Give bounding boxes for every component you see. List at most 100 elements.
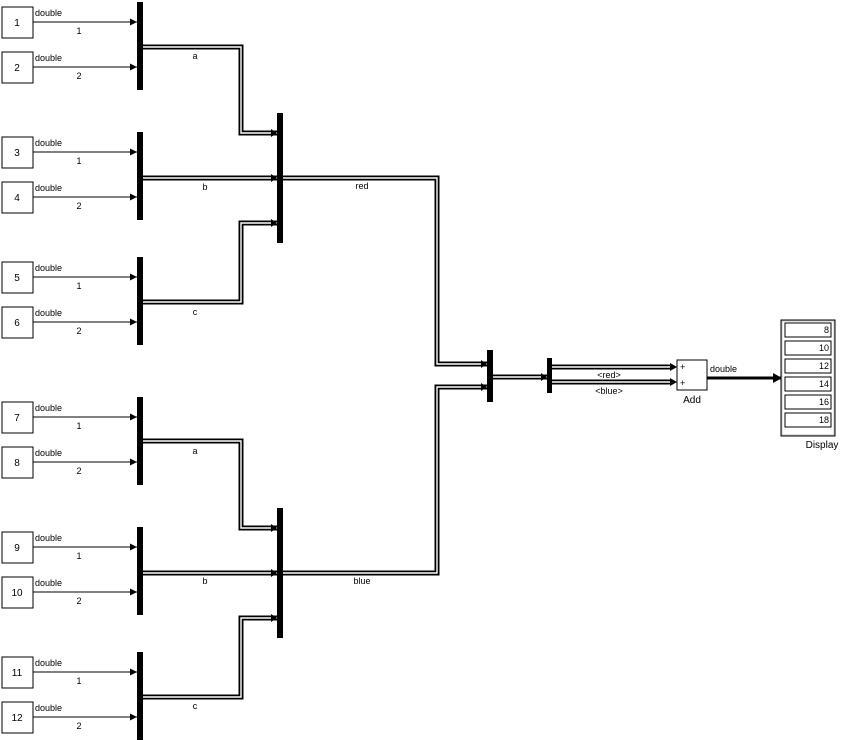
inport-number: 8 bbox=[14, 458, 20, 469]
bus-creator-6[interactable] bbox=[137, 652, 143, 740]
inport-number: 6 bbox=[14, 318, 20, 329]
bus-label-a-bottom: a bbox=[192, 446, 197, 456]
bus-creator-red[interactable] bbox=[277, 113, 283, 243]
bus-line-a-top[interactable] bbox=[143, 44, 277, 136]
bus-line-c-bottom[interactable] bbox=[143, 615, 277, 700]
arrowhead bbox=[271, 219, 277, 227]
bus-label-b-top: b bbox=[202, 182, 207, 192]
bus-creator-5[interactable] bbox=[137, 527, 143, 615]
arrowhead bbox=[271, 129, 277, 137]
arrowhead bbox=[541, 373, 547, 381]
signal-port-number: 2 bbox=[76, 466, 81, 476]
inport-number: 11 bbox=[12, 668, 23, 679]
display-value: 12 bbox=[819, 361, 829, 371]
signal-port-number: 2 bbox=[76, 201, 81, 211]
signal-port-number: 1 bbox=[76, 156, 81, 166]
inport-block[interactable]: 12 double 2 bbox=[1, 701, 137, 734]
display-cell bbox=[784, 412, 832, 428]
arrowhead bbox=[481, 360, 487, 368]
signal-port-number: 1 bbox=[76, 26, 81, 36]
display-value: 16 bbox=[819, 397, 829, 407]
bus-line-a-bottom[interactable] bbox=[143, 438, 277, 531]
signal-datatype: double bbox=[35, 578, 62, 588]
inport-box[interactable] bbox=[1, 401, 34, 434]
signal-datatype: double bbox=[35, 308, 62, 318]
inport-block[interactable]: 2 double 2 bbox=[1, 51, 137, 84]
signal-datatype: double bbox=[35, 703, 62, 713]
signal-port-number: 2 bbox=[76, 721, 81, 731]
inport-number: 2 bbox=[14, 63, 20, 74]
arrowhead bbox=[271, 569, 277, 577]
signal-port-number: 1 bbox=[76, 421, 81, 431]
display-block[interactable]: 8 10 12 14 16 18 Display bbox=[780, 319, 839, 451]
bus-selector[interactable] bbox=[547, 358, 552, 393]
bus-label-c-top: c bbox=[193, 307, 198, 317]
bus-line-blue[interactable] bbox=[283, 384, 487, 576]
inport-box[interactable] bbox=[1, 136, 34, 169]
bus-label-a-top: a bbox=[192, 51, 197, 61]
inport-box[interactable] bbox=[1, 531, 34, 564]
bus-creator-4[interactable] bbox=[137, 397, 143, 485]
inport-number: 12 bbox=[11, 713, 23, 724]
selector-label-blue: <blue> bbox=[595, 386, 623, 396]
display-cell bbox=[784, 322, 832, 338]
bus-creator-main[interactable] bbox=[487, 350, 493, 402]
signal-port-number: 1 bbox=[76, 676, 81, 686]
inport-box[interactable] bbox=[1, 51, 34, 84]
inport-number: 5 bbox=[14, 273, 20, 284]
inport-box[interactable] bbox=[1, 6, 34, 39]
signal-port-number: 2 bbox=[76, 71, 81, 81]
bus-label-red: red bbox=[355, 181, 368, 191]
bus-creator-2[interactable] bbox=[137, 132, 143, 220]
display-value: 14 bbox=[819, 379, 829, 389]
signal-datatype: double bbox=[35, 53, 62, 63]
bus-creator-1[interactable] bbox=[137, 2, 143, 90]
inport-number: 1 bbox=[14, 18, 20, 29]
inport-block[interactable]: 1 double 1 bbox=[1, 6, 137, 39]
display-value: 10 bbox=[819, 343, 829, 353]
selector-label-red: <red> bbox=[597, 370, 621, 380]
arrowhead bbox=[481, 383, 487, 391]
add-block[interactable]: + + Add bbox=[676, 359, 708, 406]
display-block-name: Display bbox=[806, 440, 839, 451]
inport-box[interactable] bbox=[1, 701, 34, 734]
bus-creator-blue[interactable] bbox=[277, 508, 283, 638]
inport-number: 10 bbox=[11, 588, 23, 599]
add-block-name: Add bbox=[683, 395, 701, 406]
add-sign-2: + bbox=[680, 378, 685, 388]
arrowhead bbox=[670, 378, 677, 386]
bus-label-blue: blue bbox=[353, 576, 370, 586]
bus-line-c-top[interactable] bbox=[143, 220, 277, 305]
signal-datatype: double bbox=[35, 403, 62, 413]
arrowhead bbox=[271, 614, 277, 622]
bus-label-c-bottom: c bbox=[193, 701, 198, 711]
inport-number: 9 bbox=[14, 543, 20, 554]
inport-number: 7 bbox=[14, 413, 20, 424]
display-value: 18 bbox=[819, 415, 829, 425]
display-cell bbox=[784, 376, 832, 392]
add-output-type: double bbox=[710, 364, 737, 374]
add-sign-1: + bbox=[680, 362, 685, 372]
inport-block[interactable]: 7 double 1 bbox=[1, 401, 137, 434]
inport-box[interactable] bbox=[1, 576, 34, 609]
inport-box[interactable] bbox=[1, 656, 34, 689]
inport-number: 3 bbox=[14, 148, 20, 159]
arrowhead bbox=[271, 174, 277, 182]
bus-line-red[interactable] bbox=[283, 175, 487, 367]
display-cell bbox=[784, 394, 832, 410]
display-value: 8 bbox=[824, 325, 829, 335]
signal-datatype: double bbox=[35, 8, 62, 18]
display-cell bbox=[784, 340, 832, 356]
inport-box[interactable] bbox=[1, 181, 34, 214]
bus-creator-3[interactable] bbox=[137, 257, 143, 345]
signal-datatype: double bbox=[35, 183, 62, 193]
